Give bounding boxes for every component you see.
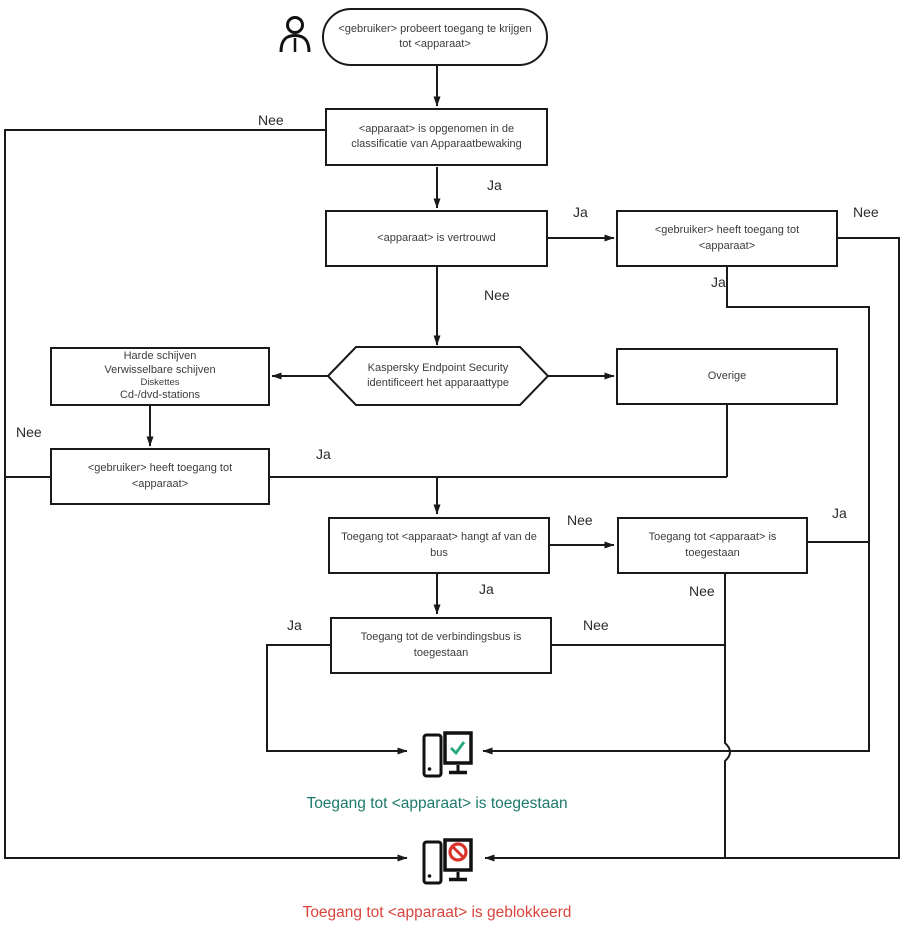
- node-trusted: <apparaat> is vertrouwd: [325, 210, 548, 267]
- label-nee-toegestaan: Nee: [689, 583, 715, 599]
- edge-verbindingsbus-ja-allowed: [266, 644, 408, 755]
- label-nee-access-left: Nee: [16, 424, 42, 440]
- label-nee-access-right: Nee: [853, 204, 879, 220]
- node-user-has-access-right: <gebruiker> heeft toegang tot <apparaat>: [616, 210, 838, 267]
- node-bus-dependent: Toegang tot <apparaat> hangt af van de b…: [328, 517, 550, 574]
- label-nee-verbindingsbus: Nee: [583, 617, 609, 633]
- prohibition-icon: [448, 842, 468, 862]
- node-user-has-access-left: <gebruiker> heeft toegang tot <apparaat>: [50, 448, 270, 505]
- label-ja-toegestaan: Ja: [832, 505, 847, 521]
- node-bus-allowed: Toegang tot de verbindingsbus is toegest…: [330, 617, 552, 674]
- node-start: <gebruiker> probeert toegang te krijgen …: [322, 8, 548, 66]
- node-identify-type: Kaspersky Endpoint Security identificeer…: [367, 361, 509, 389]
- node-access-allowed: Toegang tot <apparaat> is toegestaan: [617, 517, 808, 574]
- node-other: Overige: [616, 348, 838, 405]
- person-icon: [279, 16, 311, 53]
- edge-access-ja-allowed: [482, 267, 870, 755]
- label-ja-verbindingsbus: Ja: [287, 617, 302, 633]
- node-device-types: Harde schijven Verwisselbare schijven Di…: [50, 347, 270, 406]
- device-type-item: Diskettes: [140, 377, 180, 389]
- check-icon: [450, 741, 466, 756]
- result-blocked-caption: Toegang tot <apparaat> is geblokkeerd: [302, 904, 572, 921]
- device-type-item: Verwisselbare schijven: [104, 363, 216, 376]
- label-ja-access-left: Ja: [316, 446, 331, 462]
- label-ja-classification: Ja: [487, 177, 502, 193]
- identify-hexagon-shape: [326, 346, 550, 406]
- device-type-item: Cd-/dvd-stations: [119, 389, 201, 402]
- label-ja-trusted: Ja: [573, 204, 588, 220]
- label-nee-bus: Nee: [567, 512, 593, 528]
- label-ja-access-right: Ja: [711, 274, 726, 290]
- computer-allowed-icon: [422, 731, 473, 778]
- node-classification: <apparaat> is opgenomen in de classifica…: [325, 108, 548, 166]
- edge-toegestaan-nee-blocked: [724, 574, 731, 857]
- label-ja-bus: Ja: [479, 581, 494, 597]
- result-allowed-caption: Toegang tot <apparaat> is toegestaan: [306, 795, 568, 812]
- label-nee-trusted: Nee: [484, 287, 510, 303]
- edge-classification-nee-blocked: [4, 129, 408, 862]
- label-nee-classification: Nee: [258, 112, 284, 128]
- computer-blocked-icon: [422, 838, 473, 885]
- edge-access-nee-blocked: [484, 237, 900, 862]
- device-type-item: Harde schijven: [123, 349, 197, 362]
